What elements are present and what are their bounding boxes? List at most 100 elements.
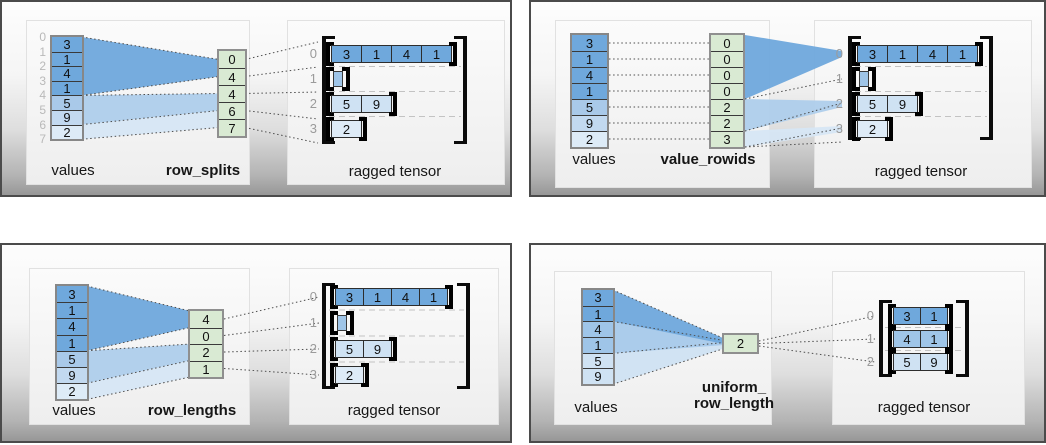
connector-layer (86, 285, 464, 400)
empty-row-fill (337, 315, 347, 331)
param-cell: 2 (711, 115, 743, 131)
row-index-label: 3 (309, 367, 317, 382)
values-cell: 4 (572, 67, 607, 83)
values-cell: 2 (572, 131, 607, 147)
row-index-label: 2 (866, 354, 874, 369)
param-cell: 0 (190, 327, 222, 344)
tensor-label: ragged tensor (348, 163, 442, 180)
tensor-cell: 4 (391, 288, 420, 306)
tensor-cell: 2 (857, 120, 888, 138)
values-cell: 1 (572, 83, 607, 99)
row-bracket-right (915, 92, 923, 116)
beam-shape (745, 35, 842, 99)
row-index-label: 1 (309, 315, 317, 330)
values-cell: 9 (57, 366, 87, 384)
row-bracket-right (445, 285, 453, 309)
values-cell: 9 (572, 115, 607, 131)
param-label: uniform_ (701, 379, 767, 396)
tensor-cell: 1 (920, 330, 948, 348)
row-bracket-right (389, 92, 397, 116)
row-bracket-right (885, 117, 893, 141)
outer-bracket-left (879, 300, 892, 377)
row-index-label: 3 (835, 121, 843, 136)
tensor-cell: 9 (887, 95, 918, 113)
row-bracket-left (888, 350, 896, 374)
dotted-connector (223, 348, 320, 353)
values-cell: 4 (57, 318, 87, 335)
dotted-connector (612, 348, 725, 385)
values-cell: 1 (57, 302, 87, 319)
row-index-label: 1 (866, 331, 874, 346)
empty-row-fill (333, 71, 343, 87)
beam-shape (82, 110, 219, 140)
param-cell: 6 (219, 102, 245, 119)
outer-bracket-right (457, 283, 470, 389)
row-bracket-right (346, 311, 354, 335)
tensor-cell: 4 (917, 45, 948, 63)
param-cell: 7 (219, 119, 245, 136)
param-cell: 2 (724, 335, 757, 352)
outer-bracket-right (956, 300, 969, 377)
row-bracket-left (330, 363, 338, 387)
beam-shape (613, 321, 724, 354)
param-cell: 3 (711, 131, 743, 147)
values-cell: 1 (57, 334, 87, 351)
tensor-cell: 1 (920, 307, 948, 325)
row-bracket-left (852, 117, 860, 141)
tensor-label: ragged tensor (877, 399, 971, 416)
tensor-cell: 1 (947, 45, 978, 63)
values-cell: 1 (52, 51, 82, 67)
values-cell: 3 (583, 290, 613, 306)
beam-shape (82, 37, 219, 96)
param-cell: 0 (711, 83, 743, 99)
dotted-connector (744, 127, 843, 148)
row-bracket-left (888, 327, 896, 351)
connector-layer (612, 289, 963, 385)
values-label: values (574, 399, 618, 416)
dotted-connector (744, 102, 843, 132)
row-bracket-right (945, 304, 953, 328)
tensor-cell: 2 (331, 120, 362, 138)
param-label: row_splits (165, 162, 241, 179)
tensor-label: ragged tensor (874, 163, 968, 180)
param-cell: 2 (711, 99, 743, 115)
row-bracket-right (868, 67, 876, 91)
tensor-cell: 5 (893, 353, 921, 371)
row-bracket-right (945, 327, 953, 351)
param-cell: 0 (219, 51, 245, 68)
tensor-cell: 3 (857, 45, 888, 63)
tensor-cell: 2 (335, 366, 364, 384)
values-index-label: 6 (39, 117, 46, 132)
tensor-cell: 9 (363, 340, 392, 358)
dotted-connector (86, 376, 191, 400)
param-cell: 4 (219, 68, 245, 85)
dotted-connector (744, 78, 843, 100)
row-bracket-left (330, 285, 338, 309)
dotted-connector (244, 110, 319, 120)
row-bracket-right (389, 337, 397, 361)
param-cell: 0 (711, 67, 743, 83)
row-bracket-right (342, 67, 350, 91)
tensor-cell: 3 (893, 307, 921, 325)
row-index-label: 1 (835, 71, 843, 86)
dotted-connector (81, 36, 220, 60)
empty-row-fill (859, 71, 869, 87)
param-label: row_lengths (147, 402, 237, 419)
outer-bracket-right (454, 36, 467, 144)
values-cell: 1 (583, 305, 613, 322)
values-label: values (51, 162, 95, 179)
tensor-cell: 5 (335, 340, 364, 358)
param-label: row_length (693, 395, 775, 412)
row-bracket-right (975, 42, 983, 66)
values-cell: 3 (57, 286, 87, 303)
row-index-label: 0 (309, 289, 317, 304)
values-cell: 2 (52, 124, 82, 140)
dotted-connector (244, 127, 319, 144)
row-index-label: 3 (309, 121, 317, 136)
tensor-label: ragged tensor (347, 402, 441, 419)
